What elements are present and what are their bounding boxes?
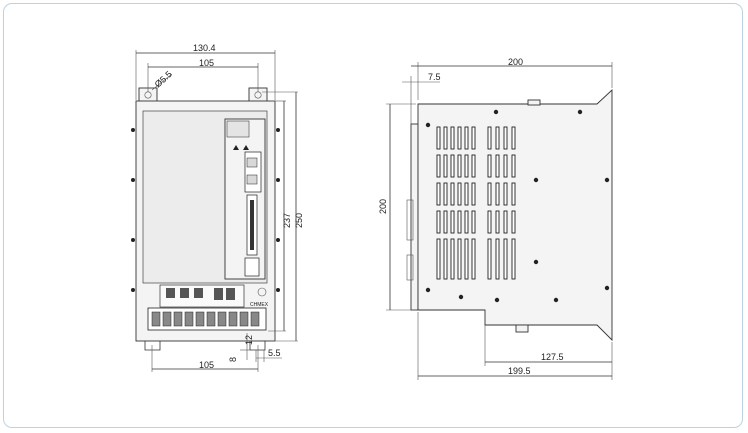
- dim-overall-width: 130.4: [193, 43, 216, 53]
- encoder-connector: [244, 257, 260, 277]
- connector-port: [246, 157, 258, 168]
- front-view: CHMEX 130.4 105 Ø5.5: [131, 43, 304, 372]
- bottom-left-foot: [144, 341, 161, 351]
- io-connector-pins: [250, 200, 254, 250]
- drawing-frame: [3, 3, 743, 428]
- ground-mark: [257, 287, 267, 297]
- dim-total-height: 250: [294, 213, 304, 228]
- top-tab: [527, 99, 541, 106]
- dim-overall-depth: 200: [508, 57, 523, 67]
- terminal-switch: [194, 288, 203, 298]
- flange-connector: [406, 254, 414, 281]
- front-flange: [410, 123, 419, 311]
- brand-label: CHMEX: [250, 302, 269, 308]
- bottom-tab: [515, 324, 529, 333]
- left-screw: [131, 178, 135, 182]
- terminal-switch: [166, 288, 175, 298]
- dim-base-depth: 199.5: [508, 366, 531, 376]
- warning-icon: [243, 145, 249, 150]
- left-screw: [131, 128, 135, 132]
- terminal-switch: [214, 288, 223, 300]
- dim-top-pitch: 105: [199, 58, 214, 68]
- right-screw: [276, 128, 280, 132]
- dim-bottom-pitch: 105: [199, 360, 214, 370]
- left-screw: [131, 238, 135, 242]
- dim-mount-hole: Ø5.5: [153, 69, 174, 89]
- warning-icon: [233, 145, 239, 150]
- dim-foot-offset: 12: [244, 335, 254, 345]
- terminal-switch: [226, 288, 235, 300]
- hole-leader-line: [151, 73, 173, 91]
- right-screw: [276, 288, 280, 292]
- right-screw: [276, 238, 280, 242]
- right-screw: [276, 178, 280, 182]
- terminal-switch: [180, 288, 189, 298]
- side-screws: [425, 109, 610, 303]
- side-view: 200 7.5 200 127.5 199.5: [378, 57, 613, 380]
- dim-slot: 5.5: [268, 348, 281, 358]
- dim-flange-thickness: 7.5: [428, 72, 441, 82]
- dim-step-depth: 127.5: [541, 352, 564, 362]
- display-window: [226, 120, 250, 138]
- control-panel: [224, 118, 266, 280]
- dim-side-height: 200: [378, 199, 388, 214]
- dim-inner-height: 237: [282, 213, 292, 228]
- terminal-screws: [151, 311, 260, 327]
- connector-port: [246, 174, 258, 185]
- bottom-right-foot: [249, 341, 266, 351]
- vent-slots: [436, 126, 516, 280]
- left-screw: [131, 288, 135, 292]
- flange-connector: [406, 199, 414, 241]
- dim-foot-depth: 8: [228, 357, 238, 362]
